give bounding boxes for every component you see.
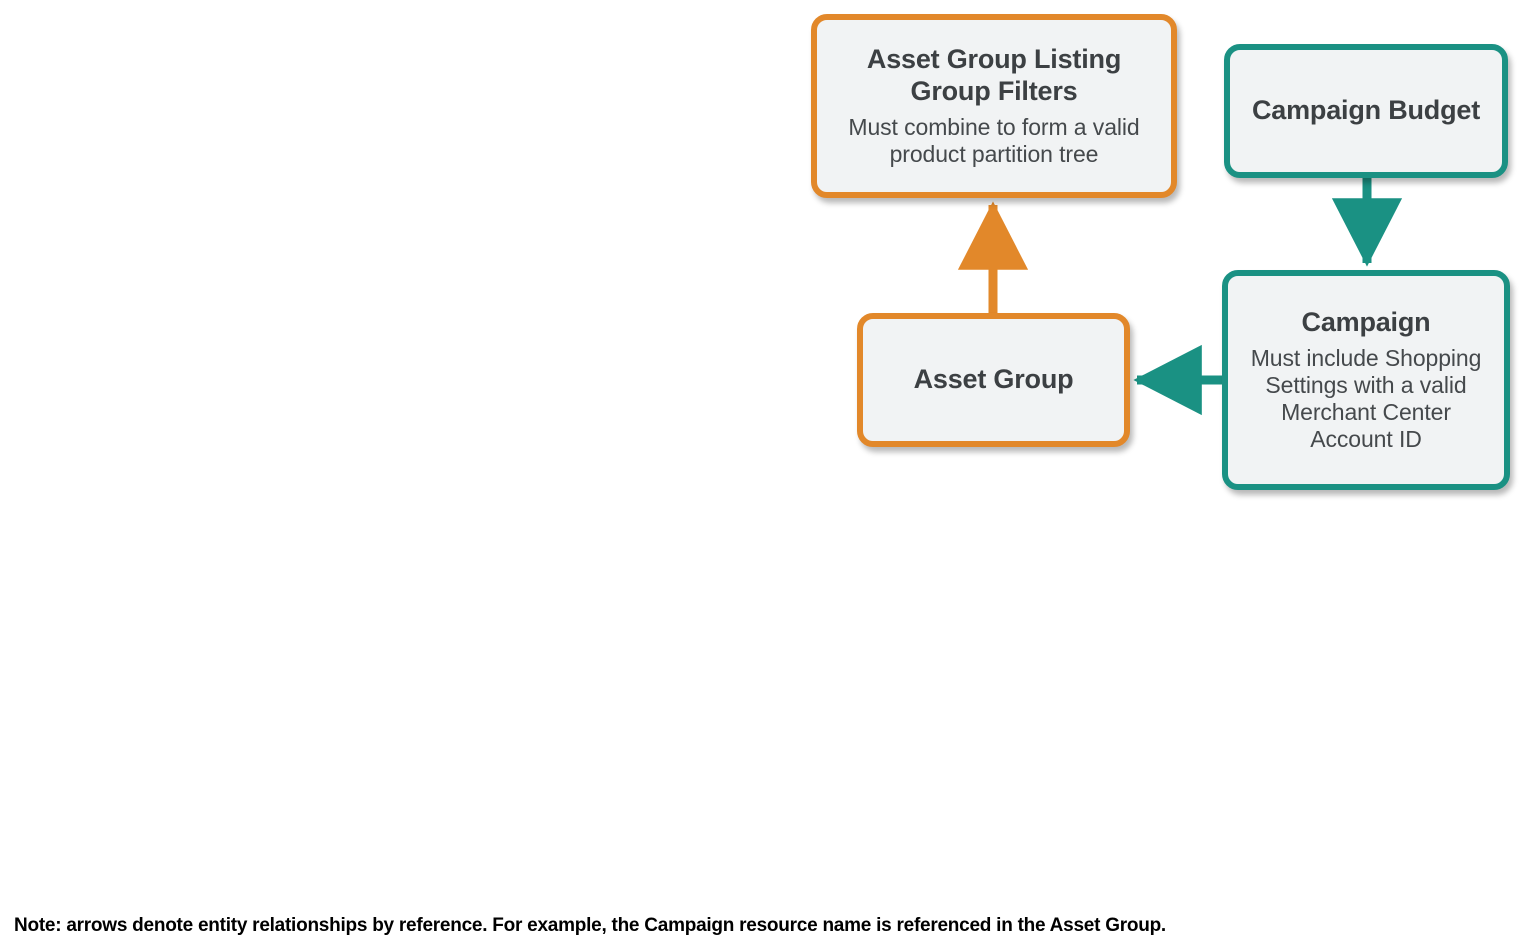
footnote-text: Note: arrows denote entity relationships…	[14, 915, 1166, 936]
node-title: Asset Group Listing Group Filters	[866, 44, 1122, 106]
node-asset-group-listing-group-filters[interactable]: Asset Group Listing Group Filters Must c…	[811, 14, 1177, 198]
node-subtitle: Must combine to form a valid product par…	[848, 113, 1140, 167]
node-subtitle: Must include Shopping Settings with a va…	[1250, 344, 1482, 453]
node-campaign[interactable]: Campaign Must include Shopping Settings …	[1222, 270, 1510, 490]
node-title: Campaign	[1301, 306, 1431, 337]
node-title: Asset Group	[913, 364, 1074, 395]
node-asset-group[interactable]: Asset Group	[857, 313, 1130, 447]
node-campaign-budget[interactable]: Campaign Budget	[1224, 44, 1508, 178]
node-title: Campaign Budget	[1251, 95, 1480, 126]
